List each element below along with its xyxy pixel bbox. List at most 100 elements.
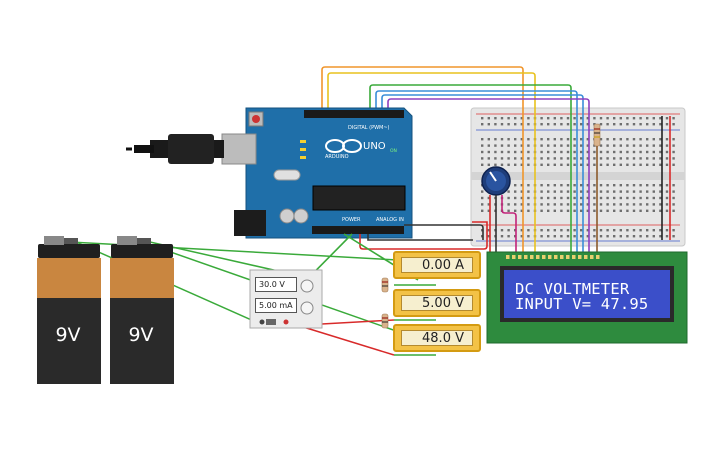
resistor-mid-2[interactable] [381, 313, 389, 329]
breadboard-hole [527, 144, 530, 147]
breadboard-hole [639, 157, 642, 160]
psu-voltage-display[interactable]: 30.0 V [255, 277, 297, 292]
battery-label-1: 9V [55, 324, 81, 346]
breadboard-hole [646, 235, 649, 238]
breadboard-hole [613, 235, 616, 238]
breadboard-hole [540, 163, 543, 166]
breadboard-hole [672, 117, 675, 120]
breadboard-hole [646, 138, 649, 141]
breadboard-hole [593, 150, 596, 154]
lcd-pin [506, 255, 510, 259]
breadboard-hole [527, 190, 530, 193]
breadboard-hole [593, 235, 596, 238]
breadboard-hole [507, 190, 510, 193]
breadboard-hole [566, 123, 570, 126]
multimeter-voltage-5v[interactable]: 5.00 V [393, 289, 481, 317]
breadboard-hole [507, 209, 510, 212]
breadboard-hole [639, 138, 642, 141]
breadboard-hole [619, 144, 622, 147]
breadboard-hole [553, 150, 556, 154]
lcd-pin [584, 255, 588, 259]
breadboard-hole [665, 196, 669, 200]
breadboard-hole [639, 209, 642, 212]
breadboard-hole [659, 229, 662, 232]
battery-9v-2[interactable] [110, 236, 174, 384]
breadboard-hole [613, 117, 616, 120]
breadboard-hole [613, 163, 616, 166]
breadboard-hole [481, 163, 484, 166]
breadboard-hole [672, 209, 675, 212]
breadboard-hole [626, 117, 629, 120]
breadboard-hole [652, 184, 655, 187]
breadboard-hole [599, 144, 603, 147]
breadboard-hole [514, 123, 517, 126]
breadboard-hole [665, 150, 669, 154]
breadboard-hole [639, 203, 642, 206]
breadboard-hole [520, 157, 523, 160]
breadboard-hole [547, 229, 550, 232]
breadboard-hole [639, 163, 642, 166]
breadboard-hole [652, 190, 655, 193]
breadboard-hole [652, 157, 655, 160]
breadboard-hole [487, 144, 490, 147]
breadboard-hole [606, 144, 609, 147]
resistor-mid-1[interactable] [381, 277, 389, 293]
breadboard-hole [540, 190, 543, 193]
multimeter-current[interactable]: 0.00 A [393, 251, 481, 279]
breadboard-hole [586, 196, 589, 200]
breadboard-hole [613, 157, 616, 160]
breadboard-hole [606, 235, 609, 238]
breadboard-hole [507, 144, 510, 147]
wire-bundle-digital [321, 66, 590, 255]
arduino-uno[interactable] [221, 107, 413, 239]
breadboard-hole [652, 235, 655, 238]
breadboard-hole [547, 184, 550, 187]
potentiometer[interactable] [481, 166, 511, 196]
lcd-pin-header [506, 255, 600, 259]
breadboard-hole [672, 150, 675, 154]
breadboard-hole [514, 196, 517, 200]
lcd-module[interactable] [486, 251, 688, 344]
breadboard-hole [672, 235, 675, 238]
breadboard-hole [619, 138, 622, 141]
breadboard-hole [514, 209, 517, 212]
breadboard-hole [573, 150, 576, 154]
breadboard-hole [494, 138, 497, 141]
breadboard-hole [500, 235, 504, 238]
breadboard-hole [672, 138, 675, 141]
breadboard-hole [553, 203, 556, 206]
breadboard-hole [599, 117, 603, 120]
breadboard-hole [547, 150, 550, 154]
breadboard-hole [487, 209, 490, 212]
breadboard-hole [481, 209, 484, 212]
breadboard-hole [613, 144, 616, 147]
breadboard-hole [659, 184, 662, 187]
breadboard-hole [599, 209, 603, 212]
usb-cable [126, 134, 224, 164]
breadboard-hole [566, 157, 570, 160]
breadboard-hole [659, 203, 662, 206]
breadboard-hole [665, 190, 669, 193]
breadboard-hole [514, 117, 517, 120]
breadboard-hole [593, 163, 596, 166]
breadboard-hole [646, 203, 649, 206]
breadboard-hole [520, 123, 523, 126]
breadboard-hole [639, 144, 642, 147]
breadboard-hole [527, 229, 530, 232]
resistor-top[interactable] [593, 123, 601, 147]
breadboard[interactable] [470, 107, 686, 247]
psu-current-display[interactable]: 5.00 mA [255, 298, 297, 313]
breadboard-hole [520, 235, 523, 238]
breadboard-hole [599, 235, 603, 238]
breadboard-hole [560, 184, 563, 187]
multimeter-voltage-48v[interactable]: 48.0 V [393, 324, 481, 352]
battery-9v-1[interactable] [37, 236, 101, 384]
lcd-pin [578, 255, 582, 259]
breadboard-hole [665, 235, 669, 238]
breadboard-hole [652, 203, 655, 206]
breadboard-hole [632, 117, 636, 120]
breadboard-hole [606, 184, 609, 187]
breadboard-hole [619, 117, 622, 120]
breadboard-hole [586, 190, 589, 193]
